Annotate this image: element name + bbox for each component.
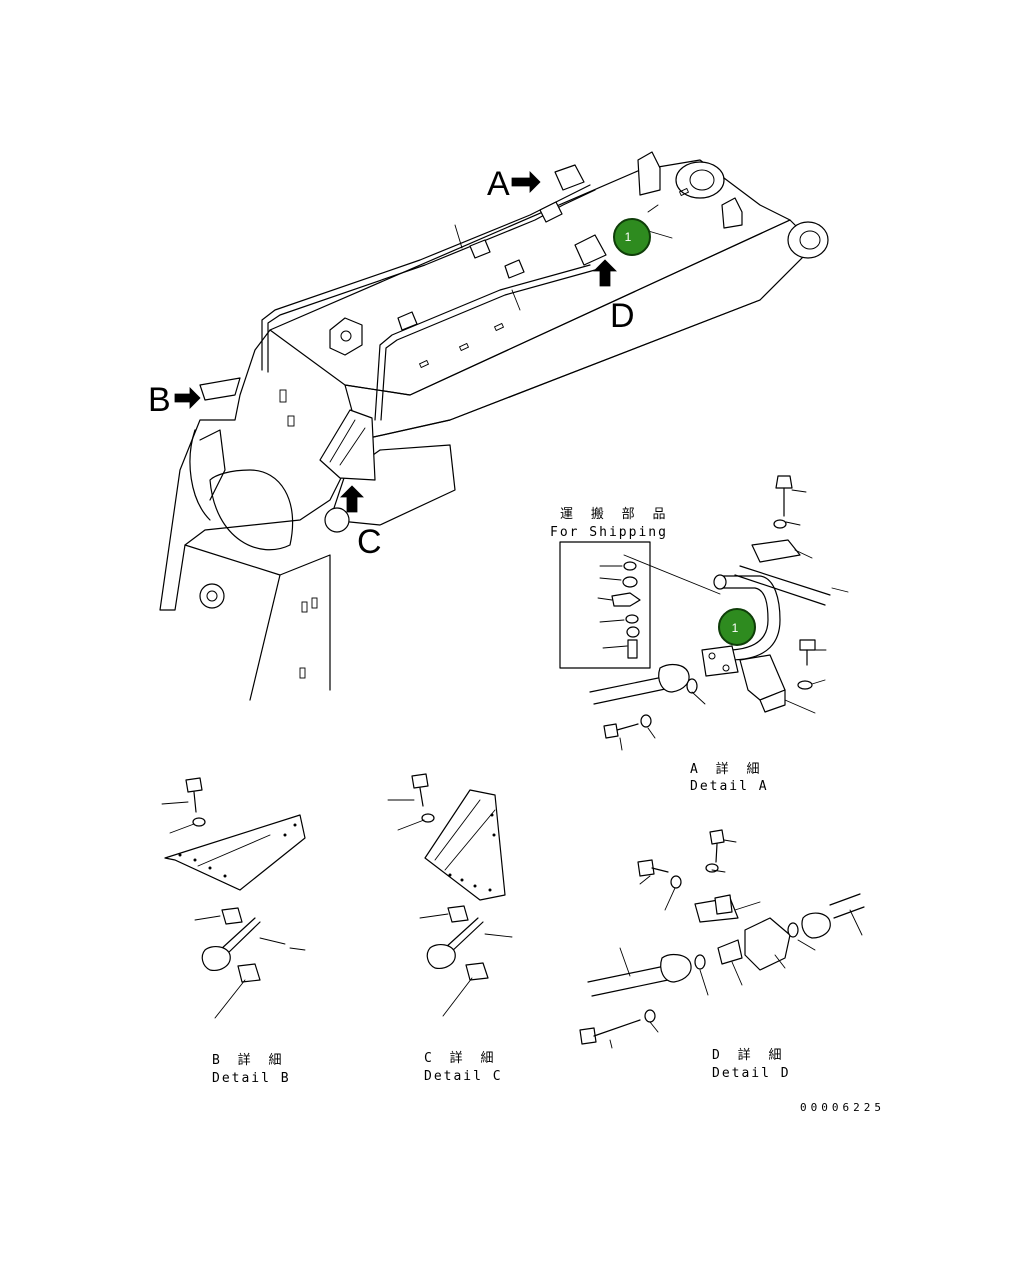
detail-c-label-jp: C 詳 細 [424,1050,498,1066]
boom-assembly [159,151,829,701]
shipping-label-en: For Shipping [550,525,668,540]
view-label-a: A [487,165,510,203]
hydraulic-piping [261,164,607,421]
view-label-c: C [357,523,382,561]
detail-b-parts [161,777,306,1019]
detail-d-label-en: Detail D [712,1066,791,1081]
view-label-d: D [610,297,635,335]
callout-detail-a[interactable]: 1 [718,608,756,646]
detail-c-label-en: Detail C [424,1069,503,1084]
detail-b-label-jp: B 詳 細 [212,1052,286,1068]
view-arrow-b [174,387,201,409]
detail-b-label-en: Detail B [212,1071,291,1086]
detail-a-parts [589,475,849,751]
svg-text:1: 1 [625,230,632,244]
view-arrow-a [511,171,541,193]
main-leaders [454,204,673,311]
detail-d-parts [579,829,865,1049]
callout-main[interactable]: 1 [613,218,651,256]
view-arrow-c [340,485,364,513]
shipping-label-jp: 運 搬 部 品 [560,507,670,522]
svg-text:1: 1 [732,621,739,635]
detail-d-label-jp: D 詳 細 [712,1047,786,1063]
detail-a-label-en: Detail A [690,779,769,794]
detail-a-label-jp: A 詳 細 [690,761,764,777]
view-label-b: B [148,381,171,419]
drawing-number: 00006225 [800,1101,885,1114]
view-arrow-d [593,259,617,287]
detail-c-parts [387,773,513,1017]
shipping-parts-box: 運 搬 部 品 For Shipping [550,507,721,669]
